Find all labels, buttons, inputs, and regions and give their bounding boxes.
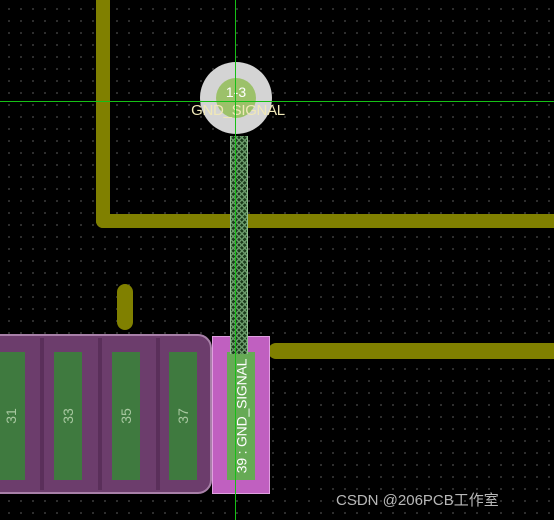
copper-trace-right[interactable] (268, 343, 554, 359)
smd-pad-37[interactable] (169, 352, 197, 480)
pad-label: 37 (174, 408, 191, 424)
copper-trace-vertical[interactable] (96, 0, 110, 228)
copper-trace-horizontal[interactable] (96, 214, 554, 228)
copper-trace-stub[interactable] (117, 284, 133, 330)
smd-pad-39[interactable] (227, 352, 255, 480)
via-number-label: 1-3 (216, 84, 256, 100)
pad-divider (156, 338, 160, 490)
selected-track[interactable] (230, 136, 248, 354)
via-hole (216, 78, 256, 118)
via-net-label: GND_SIGNAL (191, 102, 285, 119)
pad-label: 35 (117, 408, 134, 424)
watermark-source: CSDN @206PCB工作室 (336, 491, 499, 509)
pad-label: 33 (59, 408, 76, 424)
pad-label: 31 (2, 408, 19, 424)
smd-pad-33[interactable] (54, 352, 82, 480)
crosshair-horizontal (0, 101, 554, 102)
smd-pad-35[interactable] (112, 352, 140, 480)
crosshair-vertical (235, 0, 236, 520)
selected-pad-label: 39 : GND_SIGNAL (233, 358, 249, 474)
pad-divider (40, 338, 44, 490)
smd-pad-31[interactable] (0, 352, 25, 480)
watermark: CSDN @206PCB工作室 (336, 488, 499, 510)
pad-divider (98, 338, 102, 490)
